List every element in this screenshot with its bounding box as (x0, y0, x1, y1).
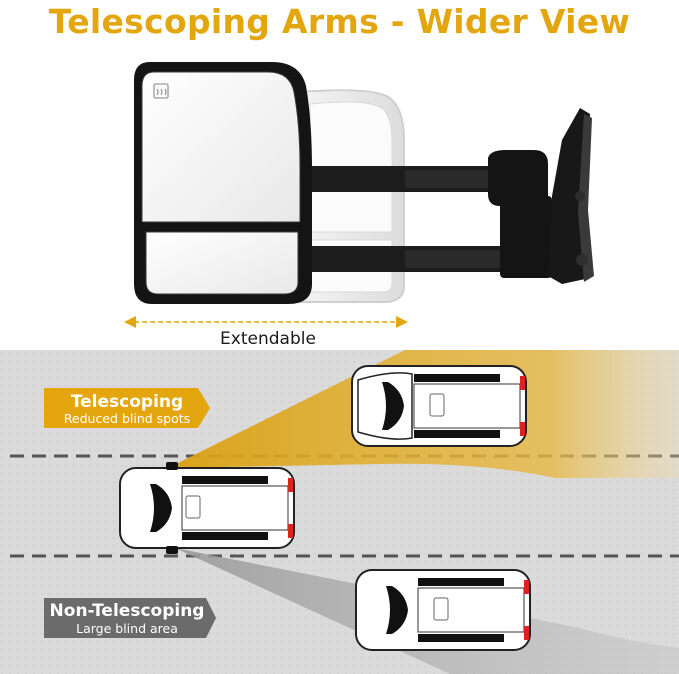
telescoping-title: Telescoping (71, 392, 183, 412)
non-telescoping-label: Non-Telescoping Large blind area (44, 598, 216, 638)
non-telescoping-subtitle: Large blind area (76, 621, 178, 636)
blind-spot-diagram: Telescoping Reduced blind spots Non-Tele… (0, 350, 679, 674)
non-telescoping-title: Non-Telescoping (50, 601, 205, 621)
heated-mirror-icon (153, 83, 169, 99)
tow-mirror-illustration: Extendable (124, 62, 594, 349)
extendable-label: Extendable (220, 329, 316, 349)
extendable-arrow (124, 316, 408, 328)
page-title: Telescoping Arms - Wider View (48, 2, 631, 41)
car-middle-lane-own-vehicle (119, 462, 295, 554)
telescoping-label: Telescoping Reduced blind spots (44, 388, 210, 428)
mounting-bracket (548, 108, 594, 284)
telescoping-arms (290, 150, 552, 278)
car-top-lane (351, 365, 527, 447)
mirror-head (134, 62, 312, 304)
telescoping-subtitle: Reduced blind spots (64, 411, 190, 426)
car-bottom-lane (355, 569, 531, 651)
